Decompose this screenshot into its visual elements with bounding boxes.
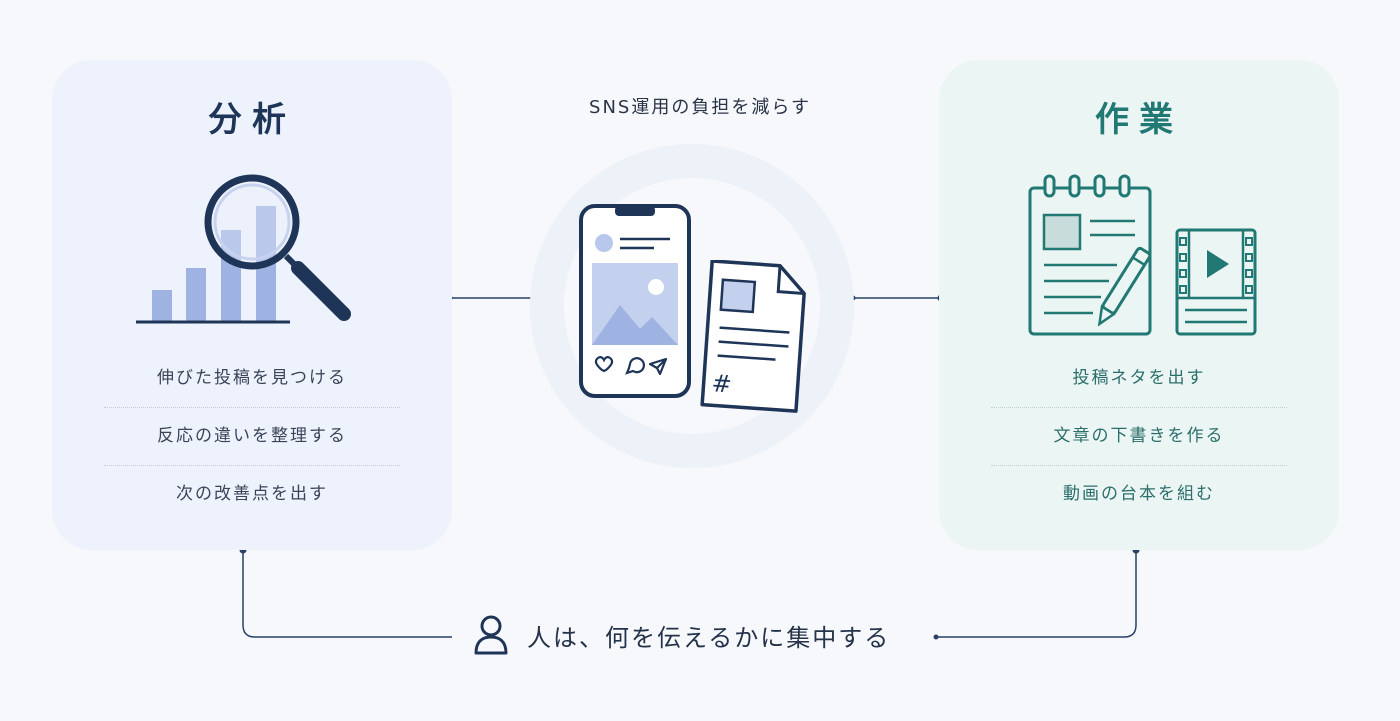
work-item: 投稿ネタを出す: [991, 350, 1287, 408]
person-icon: [473, 613, 509, 655]
notepad-pen-icon: [1027, 173, 1167, 338]
analysis-panel: 分析 伸びた投稿を見つける 反応の違いを整理する 次の改善点を出す: [52, 60, 452, 550]
analysis-list: 伸びた投稿を見つける 反応の違いを整理する 次の改善点を出す: [104, 350, 400, 523]
work-list: 投稿ネタを出す 文章の下書きを作る 動画の台本を組む: [991, 350, 1287, 523]
analysis-title: 分析: [208, 100, 296, 140]
work-item: 動画の台本を組む: [1063, 484, 1215, 504]
center-title: SNS運用の負担を減らす: [589, 97, 811, 118]
bottom-message: 人は、何を伝えるかに集中する: [527, 624, 891, 652]
work-title: 作業: [1095, 100, 1183, 140]
comment-icon: [625, 357, 645, 375]
analysis-item: 次の改善点を出す: [176, 484, 328, 504]
heart-icon: [594, 356, 614, 373]
magnifier-chart-icon: [134, 170, 364, 330]
work-item: 文章の下書きを作る: [991, 408, 1287, 466]
send-icon: [648, 357, 668, 376]
smartphone-post-icon: [578, 203, 692, 399]
document-icon: #: [697, 260, 809, 415]
video-film-icon: [1175, 228, 1257, 336]
analysis-item: 反応の違いを整理する: [104, 408, 400, 466]
analysis-item: 伸びた投稿を見つける: [104, 350, 400, 408]
work-panel: 作業: [939, 60, 1339, 550]
hashtag-text: #: [711, 369, 733, 398]
